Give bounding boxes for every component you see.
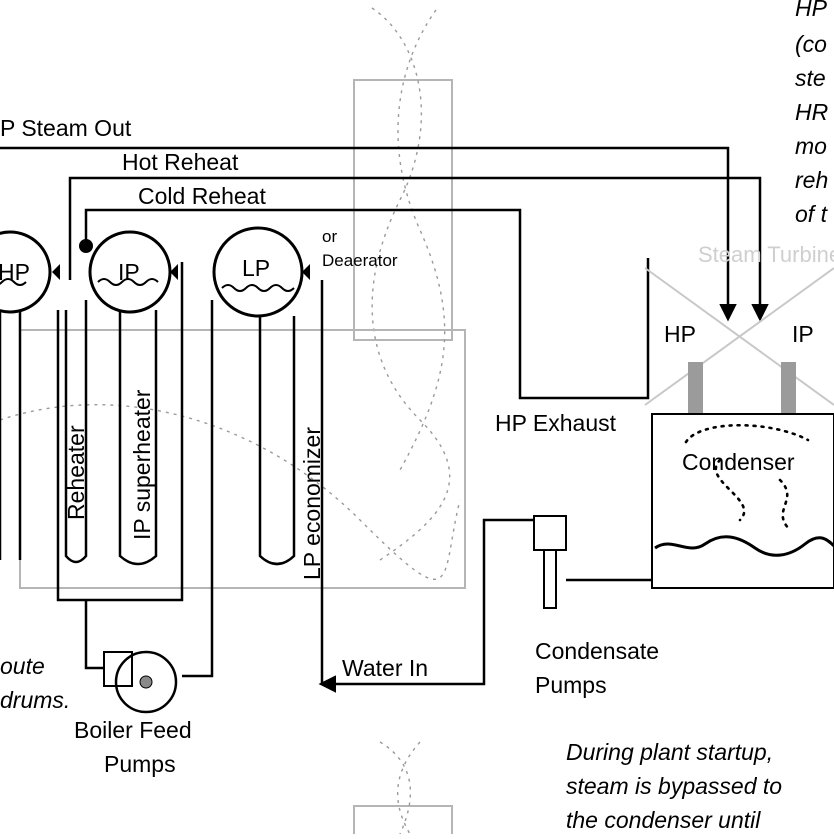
svg-text:(co: (co <box>795 31 827 57</box>
lp-economizer-label: LP economizer <box>299 427 325 580</box>
note-bottom-right: During plant startup, steam is bypassed … <box>566 739 782 833</box>
boiler-feed-label-line2: Pumps <box>104 751 176 777</box>
hp-tube-bank <box>0 310 22 560</box>
dashed-path-5 <box>397 741 421 835</box>
ip-superheater-tube-bank <box>118 310 158 566</box>
condenser-spray-2 <box>714 458 746 522</box>
ip-loop-pipe <box>56 262 184 602</box>
condensate-pump-shaft <box>543 549 557 609</box>
reheat-junction-dot <box>79 239 93 253</box>
turbine-exhaust-duct-hp <box>688 362 703 414</box>
condenser-water-surface <box>654 535 834 557</box>
turbine-ip-label: IP <box>792 321 814 347</box>
hp-steam-out-pipe <box>0 146 737 322</box>
water-in-pipe <box>318 518 534 693</box>
hp-exhaust-label: HP Exhaust <box>495 410 617 436</box>
svg-text:mo: mo <box>795 133 827 159</box>
steam-turbine-label: Steam Turbine <box>698 242 834 267</box>
svg-text:HP: HP <box>795 0 828 21</box>
condensate-pumps-label-line1: Condensate <box>535 638 659 664</box>
boiler-feed-pump <box>84 600 178 714</box>
boiler-feed-label-line1: Boiler Feed <box>74 717 192 743</box>
dashed-path-4 <box>379 741 412 835</box>
svg-text:oute: oute <box>0 653 45 679</box>
svg-text:During plant startup,: During plant startup, <box>566 739 773 765</box>
ip-drum: IP <box>88 230 178 314</box>
lp-drum-label: LP <box>242 255 270 281</box>
condensate-pump-body <box>533 515 567 551</box>
condenser-spray-3 <box>778 478 792 532</box>
background-box-lower <box>353 805 453 839</box>
svg-text:ste: ste <box>795 65 826 91</box>
svg-text:the condenser until: the condenser until <box>566 807 761 833</box>
svg-text:of t: of t <box>795 201 829 227</box>
svg-text:steam is bypassed to: steam is bypassed to <box>566 773 782 799</box>
hp-drum: HP <box>0 230 60 314</box>
hot-reheat-pipe <box>68 176 769 322</box>
deaerator-label: Deaerator <box>322 251 398 270</box>
or-label: or <box>322 227 337 246</box>
dashed-path-2 <box>397 9 446 471</box>
note-top-right: HP (co ste HR mo reh of t <box>795 0 829 227</box>
cold-reheat-pipe <box>84 208 650 400</box>
condensate-pumps-label-line2: Pumps <box>535 672 607 698</box>
ip-superheater-label: IP superheater <box>129 389 155 540</box>
cold-reheat-label: Cold Reheat <box>138 183 266 209</box>
note-bottom-left: oute drums. <box>0 653 70 713</box>
lp-downcomer <box>182 300 214 678</box>
hot-reheat-label: Hot Reheat <box>122 149 239 175</box>
turbine-hp-label: HP <box>664 321 696 347</box>
turbine-exhaust-duct-ip <box>781 362 796 414</box>
reheater-label: Reheater <box>63 425 89 520</box>
svg-text:drums.: drums. <box>0 687 70 713</box>
reheater-tube-bank <box>64 300 88 564</box>
turbine-outline-2 <box>644 267 834 406</box>
dashed-path-1 <box>371 7 451 561</box>
water-in-label: Water In <box>342 655 428 681</box>
hp-steam-out-label: P Steam Out <box>0 115 132 141</box>
condenser-label: Condenser <box>682 449 795 475</box>
condenser-box <box>651 413 834 589</box>
lp-economizer-tube-bank <box>258 316 296 566</box>
svg-text:reh: reh <box>795 167 828 193</box>
svg-text:HR: HR <box>795 99 828 125</box>
ip-drum-label: IP <box>118 259 140 285</box>
lp-drum: LP <box>212 226 310 318</box>
hp-drum-label: HP <box>0 259 30 285</box>
condenser-spray-1 <box>684 423 810 444</box>
